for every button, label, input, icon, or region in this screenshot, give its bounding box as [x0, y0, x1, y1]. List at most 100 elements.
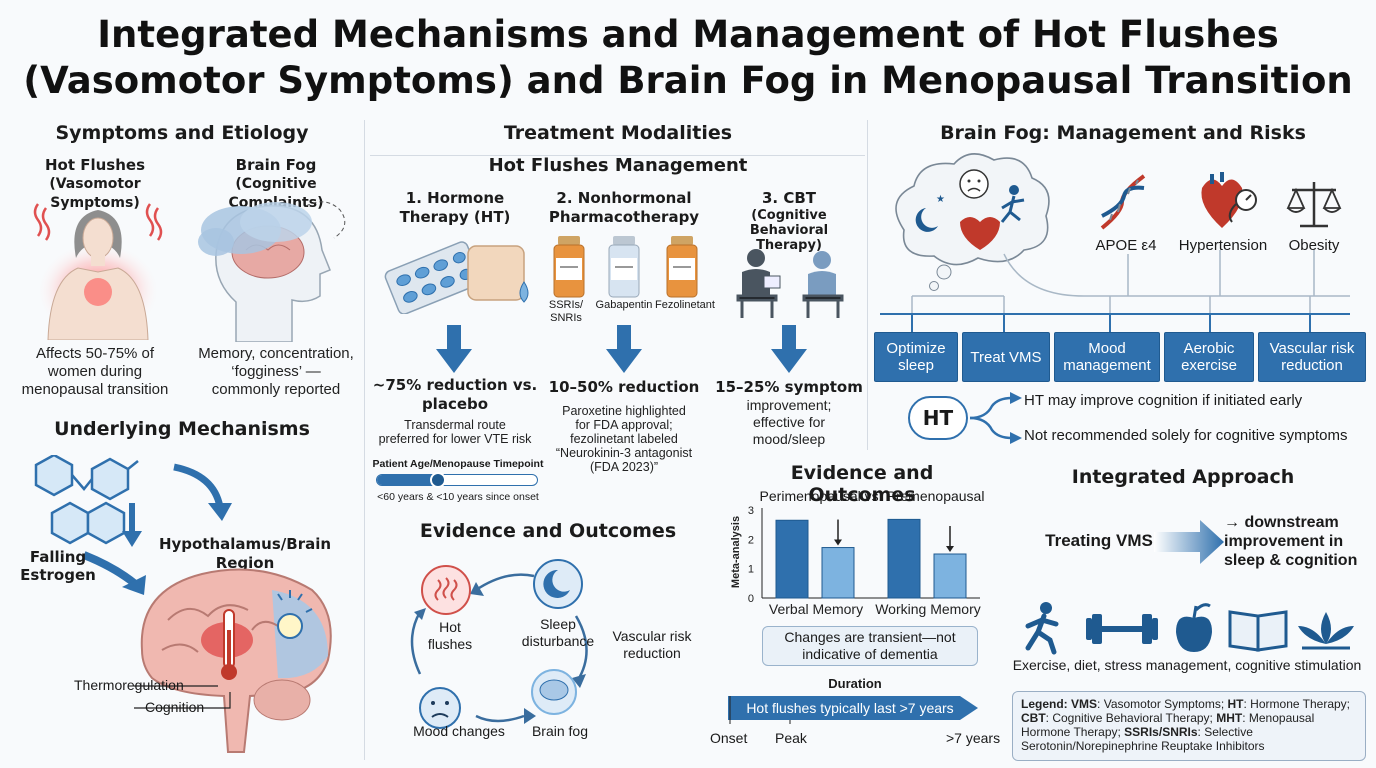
chart-ylabel: Meta-analysis: [730, 516, 742, 588]
ht-title-2: Therapy (HT): [399, 208, 511, 226]
symptoms-heading: Symptoms and Etiology: [55, 122, 309, 144]
cycle-hot-flushes-label: Hot flushes: [420, 619, 480, 653]
cbt-result-3: effective for: [752, 414, 826, 430]
nonhormonal-result: 10–50% reduction: [548, 378, 700, 396]
cbt-title-2: (Cognitive Behavioral: [749, 208, 829, 238]
integrated-arrow-icon: [1154, 520, 1224, 564]
chart-note-1: Changes are transient—not: [784, 629, 956, 645]
legend-val-ssri: : Selective Serotonin/Norepinephrine Reu…: [1021, 725, 1265, 753]
ht-result-2: placebo: [421, 395, 489, 413]
ht-note: Transdermal route preferred for lower VT…: [372, 418, 538, 446]
cycle-sleep-1: Sleep: [540, 616, 576, 632]
hot-flushes-title-2: (Vasomotor Symptoms): [49, 176, 141, 211]
running-icon: [1025, 602, 1059, 655]
legend-box: Legend: VMS: Vasomotor Symptoms; HT: Hor…: [1012, 691, 1366, 761]
cbt-result-2: improvement;: [746, 397, 832, 413]
svg-text:★: ★: [936, 194, 945, 205]
legend-label: Legend:: [1021, 697, 1068, 711]
evidence-cycle-heading: Evidence and Outcomes: [419, 520, 677, 542]
mechanisms-heading: Underlying Mechanisms: [54, 418, 310, 440]
cycle-sleep-2: disturbance: [521, 633, 595, 649]
legend-key-vms: VMS: [1071, 697, 1098, 711]
chart-decline-arrowhead: [834, 539, 842, 546]
brain-fog-description: Memory, concentration, ‘fogginess’ — com…: [186, 345, 366, 399]
cycle-vascular-2: reduction: [623, 645, 681, 661]
chart-decline-arrowhead: [946, 546, 954, 552]
integrated-right-1: → downstream: [1224, 514, 1339, 531]
ht-result: ~75% reduction vs. placebo: [372, 376, 538, 414]
action-mood-1: Mood: [1088, 340, 1126, 357]
legend-key-ht: HT: [1227, 697, 1244, 711]
cbt-result-4: mood/sleep: [752, 431, 826, 447]
therapy-session-icon: [736, 249, 844, 318]
chart-category-label: Working Memory: [875, 601, 981, 617]
chart-heading: Evidence and Outcomes: [790, 462, 934, 506]
woman-hot-flush-icon: [33, 203, 163, 340]
chart-title: Perimenopausal vs. Premenopausal: [759, 488, 985, 504]
chart-note-box: Changes are transient—not indicative of …: [762, 626, 978, 666]
ht-age-slider[interactable]: [376, 472, 538, 488]
cycle-hot-1: Hot: [439, 619, 461, 635]
nonhormonal-arrow-icon: [606, 325, 642, 373]
legend-key-ssri: SSRIs/SNRIs: [1124, 725, 1198, 739]
action-aerobic-1: Aerobic: [1183, 340, 1235, 357]
cycle-sleep-label: Sleep disturbance: [514, 616, 602, 650]
action-treat-vms-1: Treat VMS: [970, 348, 1042, 366]
scale-icon: [1286, 182, 1342, 228]
ht-title-1: 1. Hormone: [405, 189, 505, 207]
nonhormonal-note: Paroxetine highlighted for FDA approval;…: [540, 404, 708, 474]
hot-flushes-desc-1: Affects 50-75% of: [35, 345, 155, 362]
action-vascular-2: reduction: [1281, 357, 1343, 374]
ht-title: 1. Hormone Therapy (HT): [380, 189, 530, 227]
treatment-divider: [370, 155, 865, 156]
duration-arrow-bar: [728, 696, 978, 724]
cycle-hot-2: flushes: [427, 636, 473, 652]
integrated-right-3: sleep & cognition: [1224, 552, 1358, 569]
duration-label: Duration: [828, 676, 882, 691]
ht-decision-node: HT: [908, 396, 968, 440]
cbt-arrow-icon: [771, 325, 807, 373]
hot-flushes-desc-2: women during: [47, 363, 143, 380]
drug-label-ssri: SSRIs/ SNRIs: [546, 299, 586, 325]
duration-peak-label: Peak: [775, 730, 807, 746]
cycle-vascular-label: Vascular risk reduction: [602, 628, 702, 662]
action-vascular-1: Vascular risk: [1269, 340, 1355, 357]
nonhormonal-note-1: Paroxetine highlighted: [562, 404, 686, 418]
chart-ytick-label: 1: [748, 564, 754, 576]
cbt-title: 3. CBT (Cognitive Behavioral Therapy): [712, 189, 866, 253]
drug-label-ssri-1: SSRIs/: [548, 299, 584, 311]
legend-val-cbt: : Cognitive Behavioral Therapy;: [1045, 711, 1217, 725]
ht-no-text: Not recommended solely for cognitive sym…: [1024, 427, 1348, 444]
nonhormonal-note-5: (FDA 2023)”: [589, 460, 659, 474]
cycle-vascular-1: Vascular risk: [612, 628, 692, 644]
cbt-result-1: 15–25% symptom: [715, 378, 863, 396]
lotus-icon: [1298, 612, 1354, 650]
nonhormonal-title-2: Pharmacotherapy: [548, 208, 700, 226]
cbt-title-3: Therapy): [756, 238, 822, 253]
chart-bar: [887, 518, 921, 599]
drug-label-ssri-2: SNRIs: [550, 312, 582, 324]
title-line-1: Integrated Mechanisms and Management of …: [97, 13, 1279, 56]
column-divider-right: [867, 120, 868, 450]
brain-fog-head-icon: [198, 201, 346, 342]
chart-note-2: indicative of dementia: [802, 646, 938, 662]
action-mood-2: management: [1063, 357, 1151, 374]
ht-note-1: Transdermal route: [404, 418, 506, 432]
legend-val-ht: : Hormone Therapy;: [1243, 697, 1351, 711]
thermoregulation-label: Thermoregulation: [74, 677, 184, 693]
chart-ytick-label: 0: [748, 593, 754, 605]
hot-flushes-description: Affects 50-75% of women during menopausa…: [10, 345, 180, 399]
ht-note-2: preferred for lower VTE risk: [378, 432, 532, 446]
hypothalamus-label: Hypothalamus/Brain Region: [158, 535, 332, 572]
brain-fog-desc-2: ‘fogginess’ —: [231, 363, 321, 380]
brain-fog-desc-1: Memory, concentration,: [198, 345, 354, 362]
chart-bar: [933, 553, 967, 599]
cbt-title-1: 3. CBT: [761, 189, 817, 207]
cbt-result: 15–25% symptom: [710, 378, 868, 397]
ht-age-slider-handle[interactable]: [429, 472, 446, 488]
pill-pack-patch-icon: [384, 241, 529, 314]
ht-slider-caption: <60 years & <10 years since onset: [377, 491, 539, 503]
